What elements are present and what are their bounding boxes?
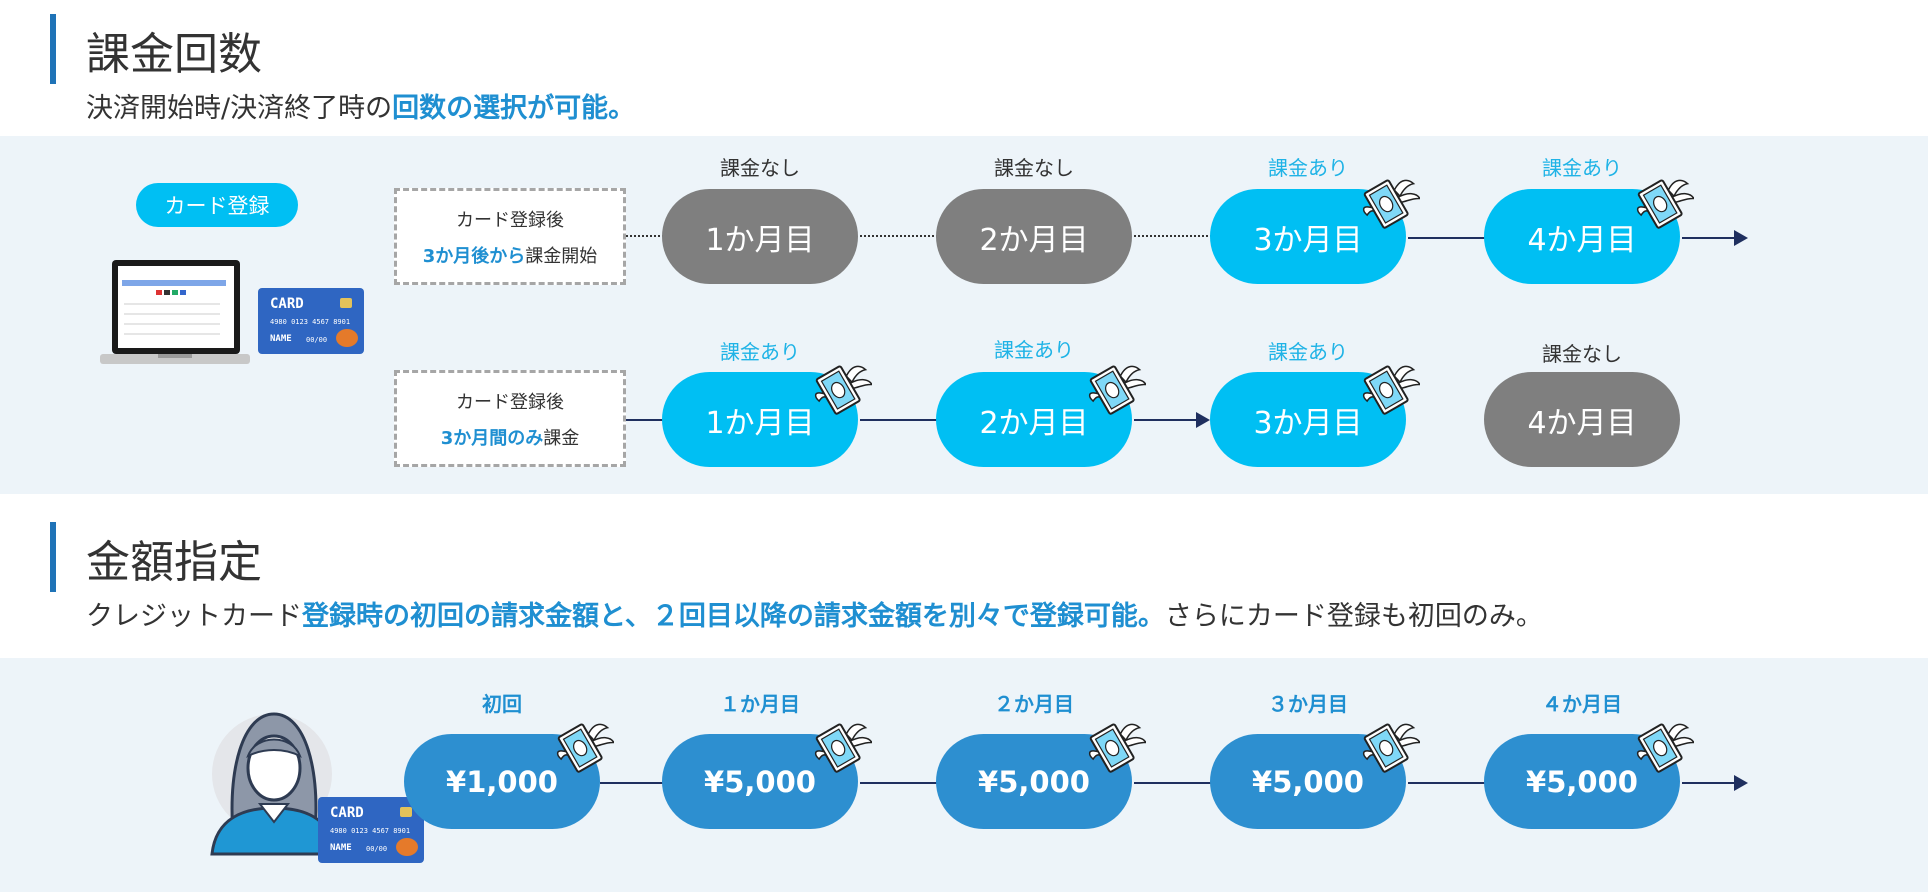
flying-money-icon	[552, 712, 616, 774]
amount-month-label: ２か月目	[994, 692, 1074, 716]
flying-money-icon	[1632, 168, 1696, 230]
flying-money-icon	[1084, 712, 1148, 774]
row2-connector	[1134, 419, 1200, 421]
row1-month-pill: 3か月目	[1210, 189, 1406, 284]
row1-connector	[1134, 235, 1212, 237]
row1-month-pill: 1か月目	[662, 189, 858, 284]
amount-connector	[860, 782, 938, 784]
section-title: 課金回数	[86, 29, 262, 80]
section-subtitle: 決済開始時/決済終了時の回数の選択が可能。	[86, 93, 636, 124]
section-subtitle: クレジットカード登録時の初回の請求金額と、２回目以降の請求金額を別々で登録可能。…	[86, 601, 1543, 632]
amount-connector	[600, 782, 664, 784]
row2-status-label: 課金あり	[1268, 340, 1348, 364]
flying-money-icon	[1358, 168, 1422, 230]
row2-month-pill: 4か月目	[1484, 372, 1680, 467]
row1-status-label: 課金なし	[994, 156, 1074, 180]
flying-money-icon	[1632, 712, 1696, 774]
amount-connector	[1134, 782, 1212, 784]
row1-condition-box: カード登録後 3か月後から課金開始	[394, 188, 626, 285]
row1-status-label: 課金なし	[720, 156, 800, 180]
flying-money-icon	[1358, 712, 1422, 774]
arrow-head-icon	[1734, 230, 1748, 246]
row1-month-pill: 2か月目	[936, 189, 1132, 284]
amount-month-label: ３か月目	[1268, 692, 1348, 716]
row2-connector	[860, 419, 938, 421]
laptop-icon	[100, 260, 250, 364]
row2-connector	[626, 419, 664, 421]
row2-status-label: 課金なし	[1542, 342, 1622, 366]
arrow-head-icon	[1196, 412, 1210, 428]
card-brand-logo	[336, 329, 358, 347]
row1-status-label: 課金あり	[1542, 156, 1622, 180]
row1-connector	[860, 235, 938, 237]
row1-arrow-line	[1682, 237, 1738, 239]
section-bar	[50, 522, 56, 592]
row2-status-label: 課金あり	[720, 340, 800, 364]
row1-connector	[626, 235, 664, 237]
section-title: 金額指定	[86, 537, 262, 588]
row1-connector	[1408, 237, 1486, 239]
amount-month-label: ４か月目	[1542, 692, 1622, 716]
arrow-head-icon	[1734, 775, 1748, 791]
card-chip-icon	[400, 807, 412, 817]
flying-money-icon	[810, 354, 874, 416]
flying-money-icon	[810, 712, 874, 774]
card-brand-logo	[396, 838, 418, 856]
credit-card-image: CARD 4980 0123 4567 8901 NAME 00/00	[258, 288, 364, 354]
row2-status-label: 課金あり	[994, 338, 1074, 362]
section-bar	[50, 14, 56, 84]
amount-month-label: 初回	[482, 692, 522, 716]
card-chip-icon	[340, 298, 352, 308]
amount-month-label: １か月目	[720, 692, 800, 716]
credit-card-image: CARD 4980 0123 4567 8901 NAME 00/00	[318, 797, 424, 863]
card-register-badge: カード登録	[136, 183, 298, 227]
flying-money-icon	[1084, 354, 1148, 416]
amount-pill-first: ¥1,000	[404, 734, 600, 829]
flying-money-icon	[1358, 354, 1422, 416]
amount-arrow-line	[1682, 782, 1738, 784]
amount-connector	[1408, 782, 1486, 784]
row2-condition-box: カード登録後 3か月間のみ課金	[394, 370, 626, 467]
row1-status-label: 課金あり	[1268, 156, 1348, 180]
